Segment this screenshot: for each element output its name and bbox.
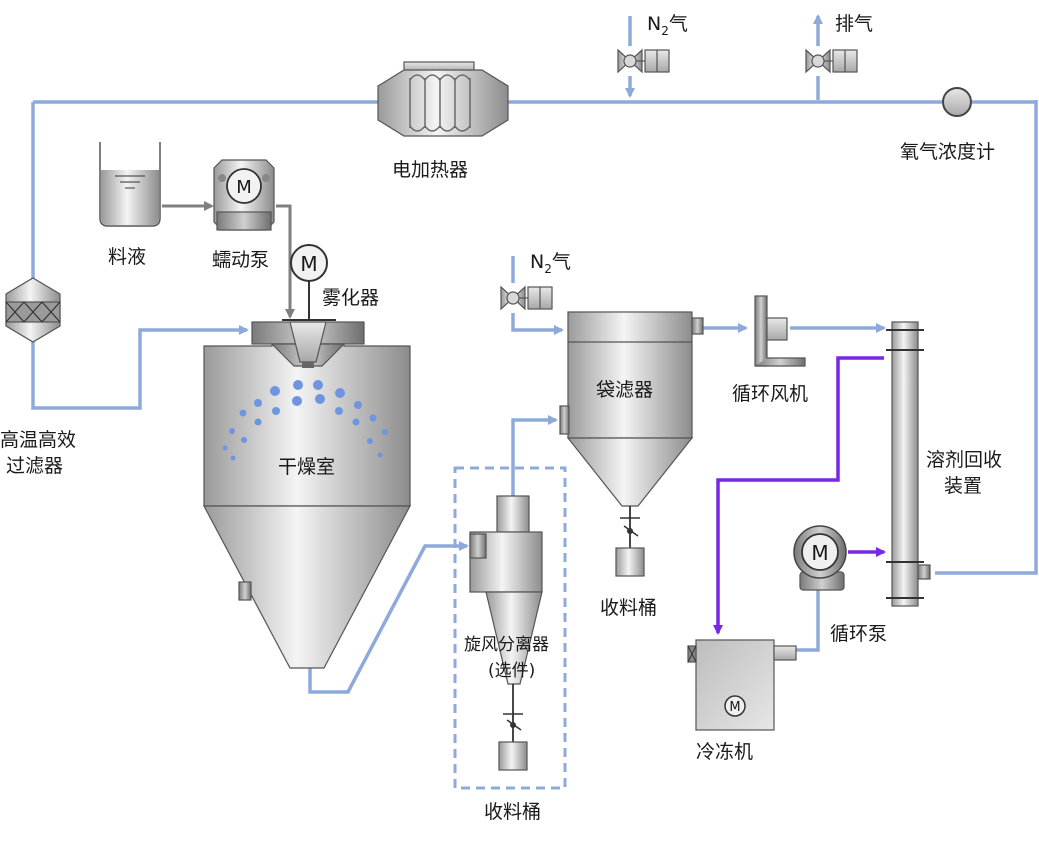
circulation-fan[interactable] xyxy=(754,295,806,367)
label-hepa-line2: 过滤器 xyxy=(6,455,63,477)
label-oxygen-meter: 氧气浓度计 xyxy=(900,141,995,163)
chiller-motor-icon: M xyxy=(729,700,740,715)
oxygen-meter-icon xyxy=(942,87,972,117)
hepa-filter xyxy=(5,277,61,343)
chiller[interactable]: M xyxy=(687,639,797,731)
label-n2-top-sub: 2 xyxy=(661,24,669,38)
cyclone-separator xyxy=(469,495,543,771)
label-exhaust: 排气 xyxy=(835,13,873,35)
pipe-return-from-solvent xyxy=(935,100,1038,575)
label-n2-mid: N2气 xyxy=(530,251,571,276)
label-collection-bucket-cyclone: 收料桶 xyxy=(484,801,541,823)
label-solvent-recovery-line2: 装置 xyxy=(944,475,982,497)
label-atomizer: 雾化器 xyxy=(322,287,379,309)
peristaltic-pump-motor-icon: M xyxy=(236,177,252,198)
label-solvent-recovery-line1: 溶剂回收 xyxy=(926,449,1002,471)
pipe-cyclone-to-bag xyxy=(511,415,558,496)
feed-tank xyxy=(99,142,161,227)
drying-chamber xyxy=(203,321,411,669)
label-n2-mid-gas: 气 xyxy=(552,251,571,273)
label-n2-mid-sub: 2 xyxy=(544,262,552,276)
feed-pipes xyxy=(162,201,295,319)
label-cyclone-line1: 旋风分离器 xyxy=(464,635,549,655)
pipe-chiller-to-pump xyxy=(774,590,820,652)
atomizer-motor-icon: M xyxy=(300,252,317,276)
label-feed-liquid: 料液 xyxy=(108,246,146,268)
label-chiller: 冷冻机 xyxy=(696,741,753,763)
n2-valve-mid[interactable] xyxy=(500,285,553,311)
bag-filter xyxy=(559,311,704,577)
cyclone-optional-box xyxy=(453,466,567,790)
label-bag-filter: 袋滤器 xyxy=(596,379,653,401)
circulation-pump-motor-icon: M xyxy=(811,541,828,565)
spray-droplets xyxy=(222,380,388,461)
label-circulation-fan: 循环风机 xyxy=(732,383,808,405)
label-collection-bucket-bag: 收料桶 xyxy=(600,597,657,619)
pipe-chamber-to-cyclone xyxy=(308,541,469,694)
pipe-pump-to-atomizer xyxy=(276,204,295,319)
pipe-solvent-to-chiller xyxy=(713,356,884,635)
pipe-to-chamber xyxy=(31,325,249,410)
electric-heater xyxy=(377,61,509,137)
atomizer-motor: M xyxy=(282,244,336,321)
label-n2-mid-n: N xyxy=(530,251,544,273)
label-drying-chamber: 干燥室 xyxy=(278,456,335,478)
peristaltic-pump[interactable]: M xyxy=(213,159,275,231)
label-n2-top-n: N xyxy=(647,13,661,35)
label-peristaltic-pump: 蠕动泵 xyxy=(212,249,269,271)
exhaust-valve[interactable] xyxy=(805,48,858,74)
label-electric-heater: 电加热器 xyxy=(392,159,468,181)
label-n2-top: N2气 xyxy=(647,13,688,38)
pipe-n2-mid-to-bag xyxy=(511,313,564,335)
circulation-pump[interactable]: M xyxy=(793,525,847,591)
solvent-recovery-column xyxy=(886,321,931,607)
gas-pipes xyxy=(31,14,1038,694)
label-circulation-pump: 循环泵 xyxy=(830,623,887,645)
label-hepa-line1: 高温高效 xyxy=(0,429,76,451)
n2-valve-top[interactable] xyxy=(617,48,670,74)
label-n2-top-gas: 气 xyxy=(669,13,688,35)
label-cyclone-line2: (选件) xyxy=(488,661,535,681)
